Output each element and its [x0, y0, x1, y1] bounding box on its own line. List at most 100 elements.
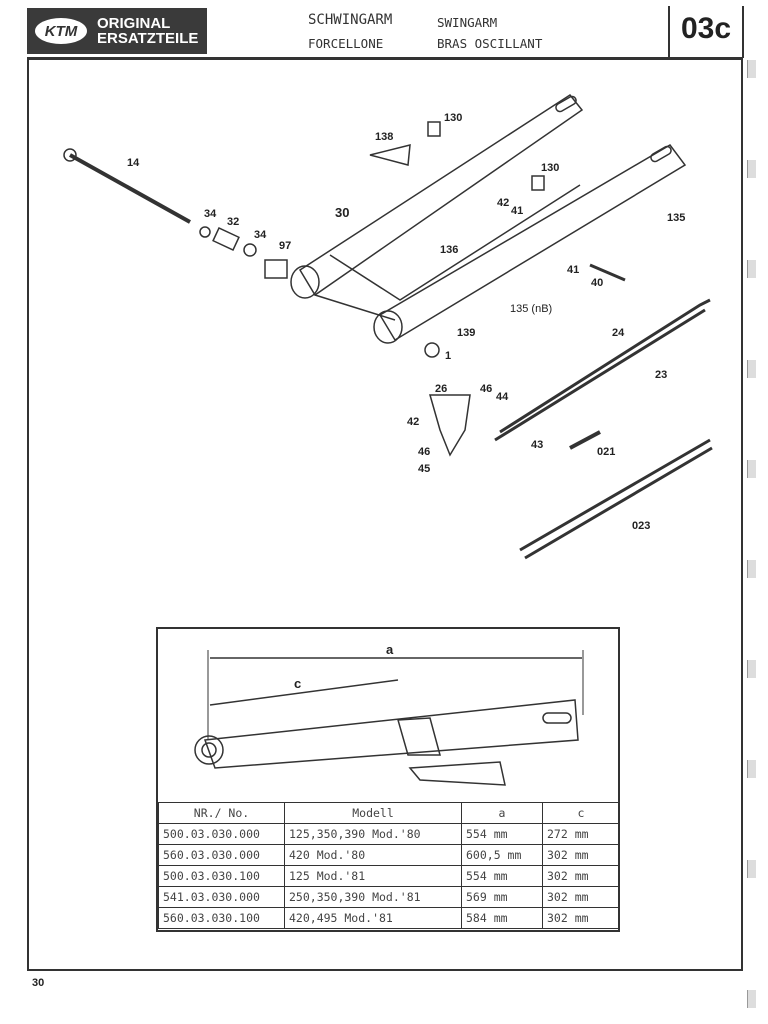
bushing-part: [212, 227, 240, 251]
stand-bracket: [429, 394, 471, 457]
dimension-c-line: [209, 679, 399, 706]
callout-41: 41: [567, 264, 580, 276]
pivot-circle: [194, 735, 224, 765]
callout-24: 24: [612, 327, 625, 339]
binder-edge: [747, 990, 756, 1008]
dimension-a-label: a: [386, 642, 394, 657]
model: 125 Mod.'81: [284, 865, 462, 887]
binder-edge: [747, 660, 756, 678]
spring-part: [569, 430, 601, 450]
column-header: a: [461, 802, 543, 824]
dim-c: 302 mm: [542, 865, 620, 887]
title-en: SWINGARM: [437, 15, 498, 30]
model: 420 Mod.'80: [284, 844, 462, 866]
title-de: SCHWINGARM: [308, 12, 393, 28]
column-header: c: [542, 802, 620, 824]
part-number: 560.03.030.100: [158, 907, 285, 929]
callout-023: 023: [632, 520, 651, 532]
binder-edge: [747, 860, 756, 878]
callout-138: 138: [375, 131, 394, 143]
dimension-box: [156, 627, 620, 932]
axle-head: [63, 148, 77, 162]
model: 250,350,390 Mod.'81: [284, 886, 462, 908]
callout-43: 43: [531, 439, 544, 451]
callout-97: 97: [279, 240, 292, 252]
dim-a: 584 mm: [461, 907, 543, 929]
page-number: 30: [32, 977, 45, 989]
callout-40: 40: [591, 277, 604, 289]
column-header: NR./ No.: [158, 802, 285, 824]
binder-edge: [747, 760, 756, 778]
washer-part: [243, 243, 257, 257]
title-it: FORCELLONE: [308, 36, 384, 51]
bolt-part: [427, 121, 441, 137]
content-frame: [27, 57, 743, 971]
binder-edge: [747, 460, 756, 478]
divider: [668, 6, 670, 58]
callout-23: 23: [655, 369, 668, 381]
callout-136: 136: [440, 244, 459, 256]
bearing-part: [264, 259, 288, 279]
logo-text: ORIGINAL ERSATZTEILE: [97, 15, 199, 47]
binder-edge: [747, 160, 756, 178]
callout-32: 32: [227, 216, 240, 228]
callout-30: 30: [335, 205, 350, 220]
part-number: 560.03.030.000: [158, 844, 285, 866]
axle-slot: [542, 712, 572, 724]
callout-42: 42: [407, 416, 420, 428]
axle-slot: [555, 95, 577, 113]
callout-135-nb: 135 (nB): [510, 303, 553, 315]
model: 420,495 Mod.'81: [284, 907, 462, 929]
pivot-circle: [201, 742, 217, 758]
part-number: 500.03.030.000: [158, 823, 285, 845]
bracket-side-view: [397, 717, 506, 786]
callout-41: 41: [511, 205, 524, 217]
binder-edge: [747, 60, 756, 78]
side-stand-alt: [519, 438, 713, 560]
dim-a: 569 mm: [461, 886, 543, 908]
part-number: 541.03.030.000: [158, 886, 285, 908]
bolt-part: [589, 263, 626, 282]
binder-edge: [747, 360, 756, 378]
dim-a: 554 mm: [461, 823, 543, 845]
swingarm-right-arm: [378, 144, 687, 342]
callout-14: 14: [127, 157, 140, 169]
callout-42: 42: [497, 197, 510, 209]
section-code: 03c: [680, 12, 732, 45]
callout-021: 021: [597, 446, 616, 458]
column-header: Modell: [284, 802, 462, 824]
binder-edge: [747, 260, 756, 278]
callout-1: 1: [445, 350, 452, 362]
title-fr: BRAS OSCILLANT: [437, 36, 543, 51]
callout-26: 26: [435, 383, 448, 395]
bolt-part: [531, 175, 545, 191]
binder-edge: [747, 560, 756, 578]
pivot-boss: [373, 310, 403, 344]
washer-part: [199, 226, 211, 238]
callout-45: 45: [418, 463, 431, 475]
dim-a: 600,5 mm: [461, 844, 543, 866]
guard-part: [369, 144, 411, 166]
dimension-c-label: c: [294, 676, 302, 691]
dim-c: 302 mm: [542, 886, 620, 908]
dim-c: 302 mm: [542, 844, 620, 866]
pivot-boss: [290, 265, 320, 299]
callout-135: 135: [667, 212, 686, 224]
table-header-row: NR./ No. Modell a c: [158, 802, 620, 824]
axle-part: [69, 153, 191, 224]
ktm-logo: KTM ORIGINAL ERSATZTEILE: [27, 8, 207, 54]
axle-slot: [650, 145, 672, 163]
dim-c: 302 mm: [542, 907, 620, 929]
part-number: 500.03.030.100: [158, 865, 285, 887]
callout-130: 130: [444, 112, 463, 124]
dim-a: 554 mm: [461, 865, 543, 887]
callout-34: 34: [204, 208, 217, 220]
callout-139: 139: [457, 327, 476, 339]
